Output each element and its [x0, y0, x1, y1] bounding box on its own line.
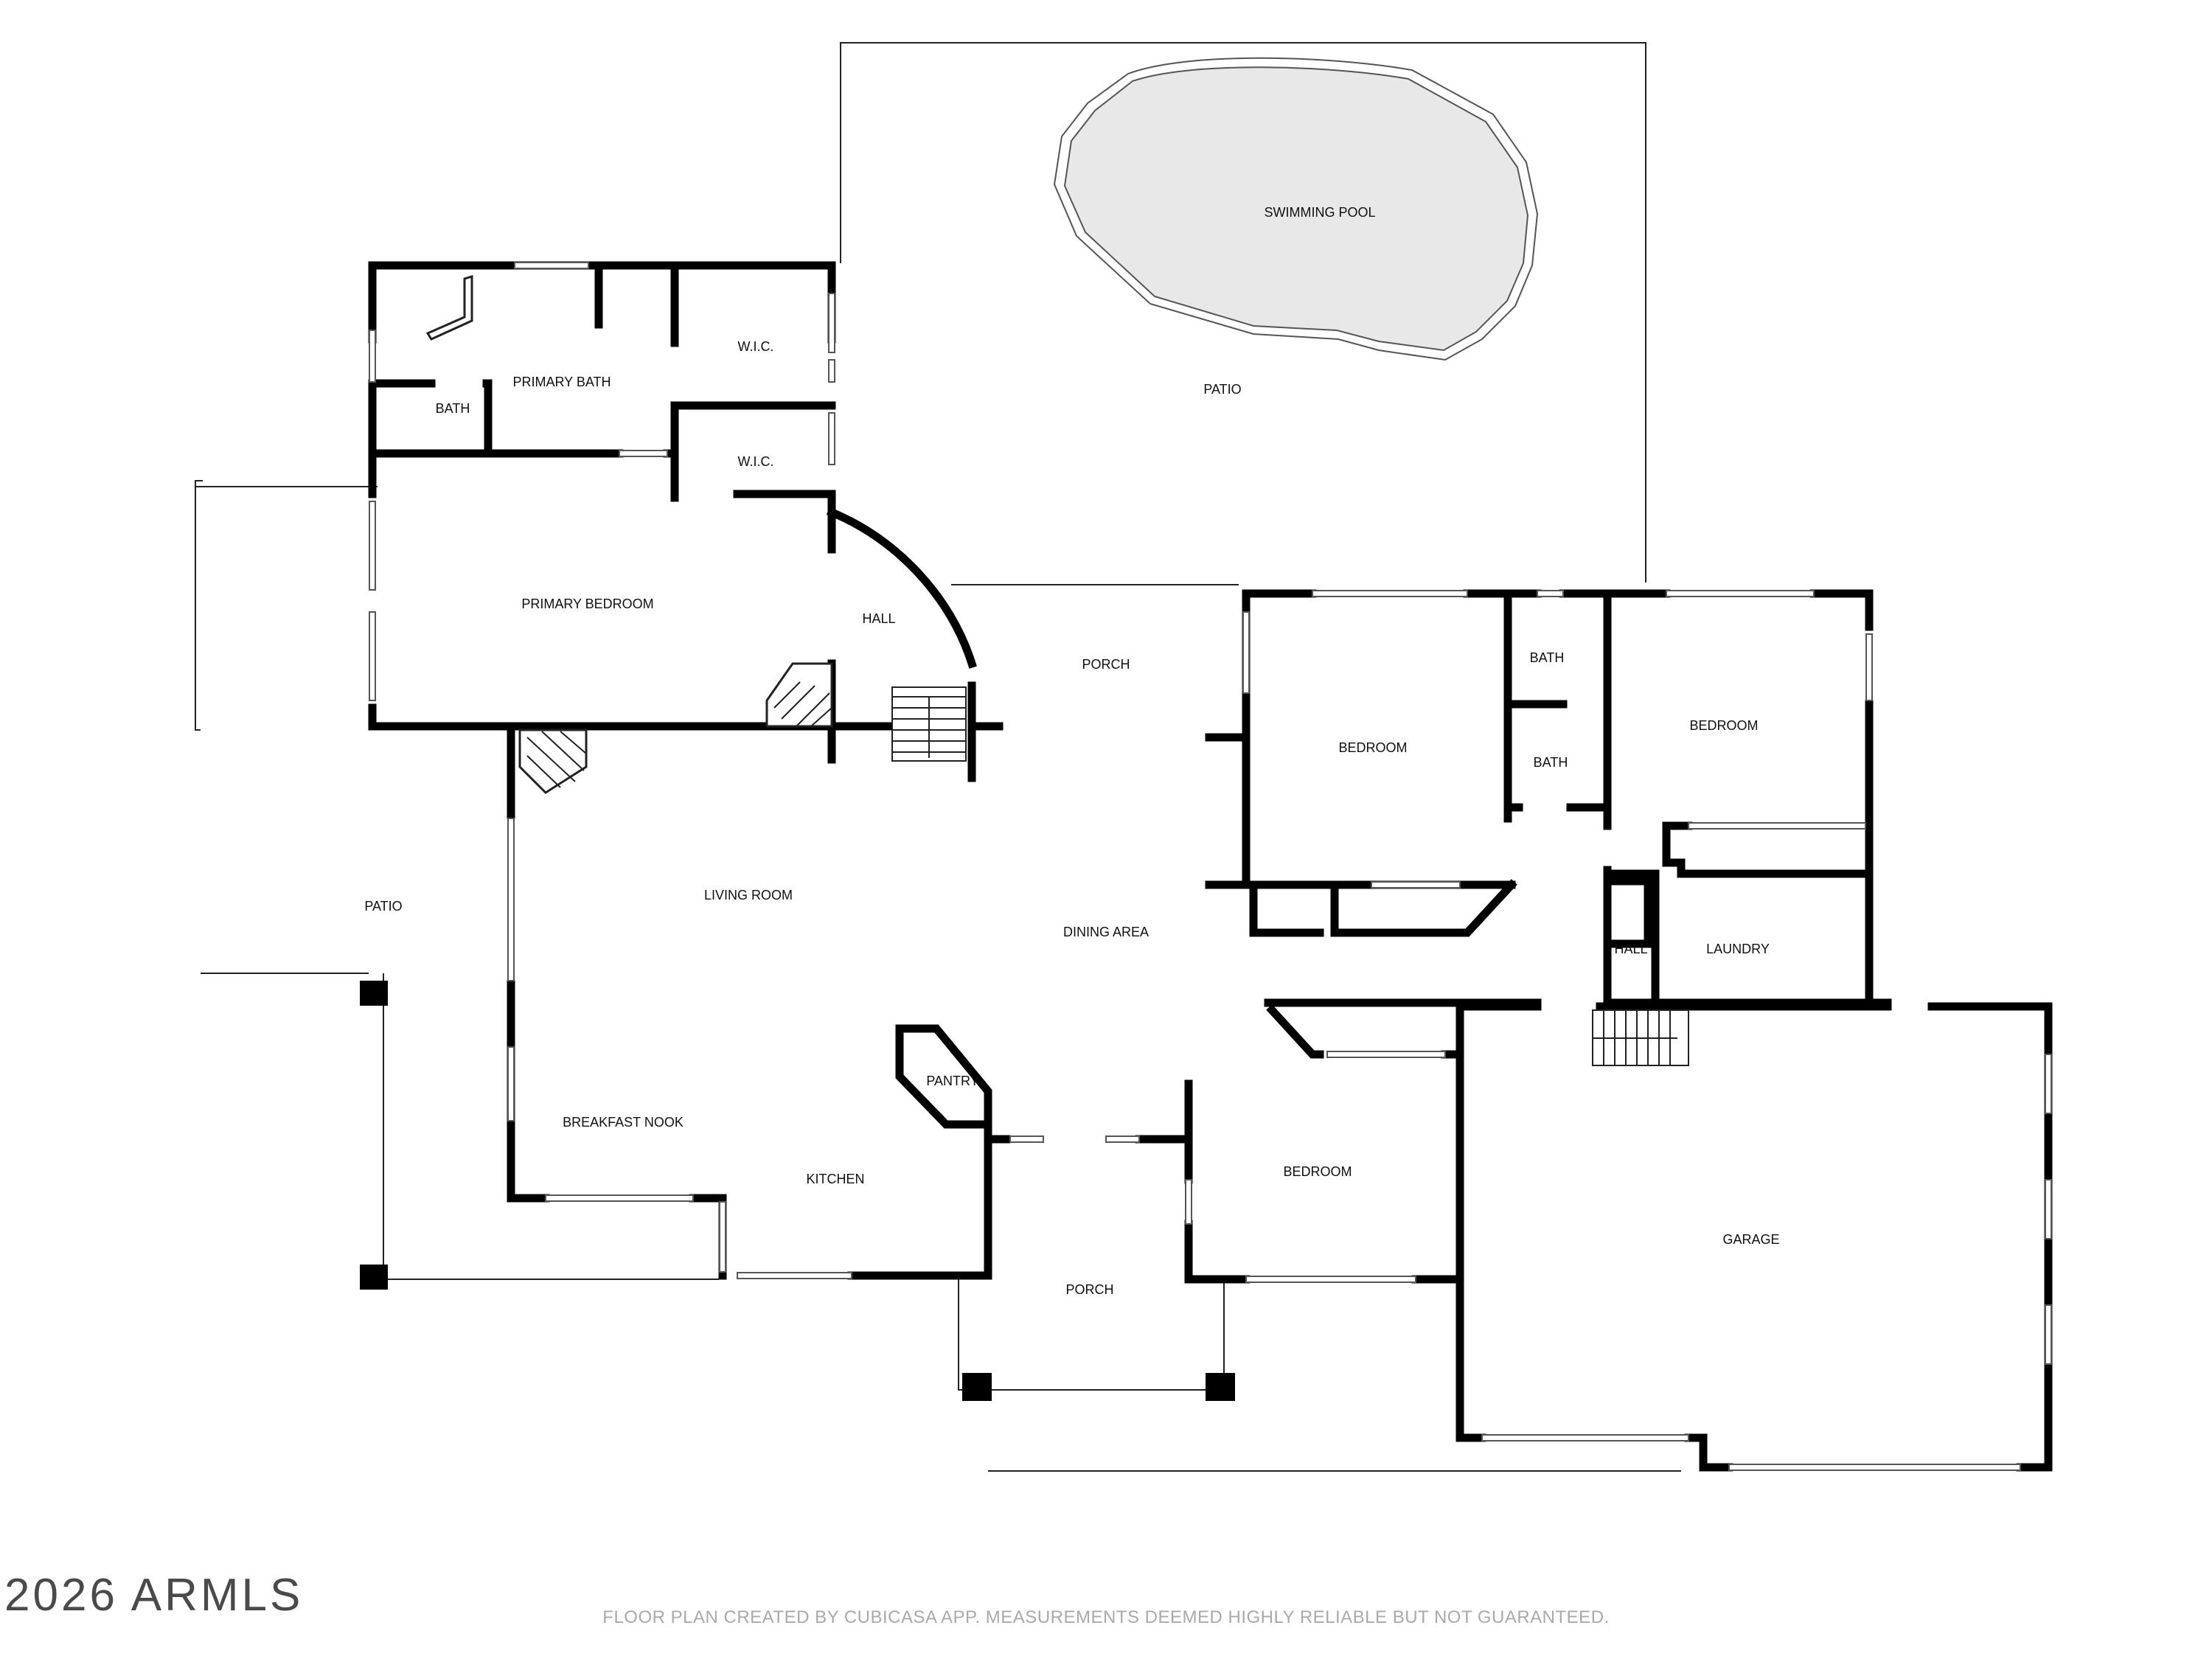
stairs-garage: [1592, 1009, 1689, 1066]
label-breakfast-nook: BREAKFAST NOOK: [563, 1115, 684, 1130]
label-bedroom-2: BEDROOM: [1689, 718, 1758, 733]
label-hall-lower: HALL: [1614, 942, 1647, 956]
label-swimming-pool: SWIMMING POOL: [1264, 205, 1375, 220]
label-hall-upper: HALL: [862, 611, 895, 626]
label-bath-1: BATH: [1530, 650, 1565, 665]
columns: [360, 981, 1235, 1401]
stairs-upper: [891, 686, 967, 762]
room-labels: SWIMMING POOL PATIO PRIMARY BATH W.I.C. …: [364, 205, 1779, 1297]
label-patio-left: PATIO: [364, 899, 402, 914]
label-living-room: LIVING ROOM: [704, 888, 793, 902]
label-wic-2: W.I.C.: [738, 454, 774, 469]
label-porch-upper: PORCH: [1082, 657, 1130, 672]
label-bath-small: BATH: [436, 401, 470, 416]
label-kitchen: KITCHEN: [806, 1172, 864, 1186]
footer-disclaimer: FLOOR PLAN CREATED BY CUBICASA APP. MEAS…: [602, 1607, 1610, 1627]
label-dining-area: DINING AREA: [1063, 925, 1149, 939]
copyright-watermark: 2026 ARMLS: [4, 1570, 304, 1621]
label-bath-2: BATH: [1534, 755, 1568, 770]
bathtub: [425, 274, 473, 341]
fireplace-living: [518, 728, 588, 794]
fireplace-bedroom: [765, 662, 833, 728]
label-wic-1: W.I.C.: [738, 339, 774, 354]
label-laundry: LAUNDRY: [1706, 942, 1770, 956]
label-patio-top: PATIO: [1203, 382, 1241, 397]
pool-water: [1063, 66, 1529, 352]
label-porch-lower: PORCH: [1065, 1282, 1113, 1297]
label-garage: GARAGE: [1722, 1232, 1779, 1247]
windows: [369, 262, 2052, 1471]
walls: [368, 261, 2053, 1472]
swimming-pool: [1053, 57, 1539, 361]
label-bedroom-3: BEDROOM: [1283, 1164, 1352, 1179]
label-primary-bath: PRIMARY BATH: [512, 375, 611, 389]
label-pantry: PANTRY: [926, 1074, 978, 1088]
label-primary-bedroom: PRIMARY BEDROOM: [521, 597, 653, 611]
label-bedroom-1: BEDROOM: [1338, 740, 1407, 755]
